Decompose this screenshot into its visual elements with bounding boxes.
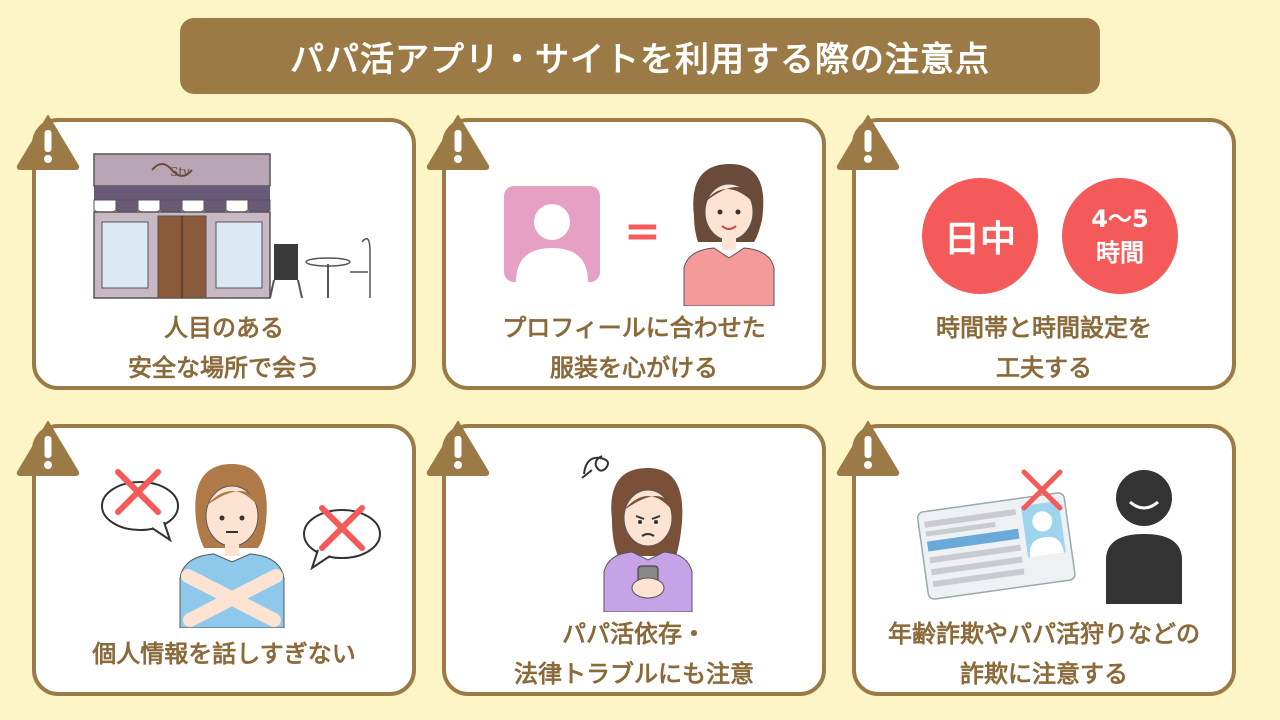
card-safe-place: Stv 人目のある 安全な場所で会う xyxy=(32,118,416,390)
page-title: パパ活アプリ・サイトを利用する際の注意点 xyxy=(290,39,990,80)
card-personal-info: 個人情報を話しすぎない xyxy=(32,424,416,696)
duration-badge: 4〜5 時間 xyxy=(1062,178,1178,294)
card-time-setting: 日中 4〜5 時間 時間帯と時間設定を 工夫する xyxy=(852,118,1236,390)
suspicious-person-silhouette xyxy=(1106,470,1182,604)
cross-mark-icon xyxy=(319,505,365,551)
card-caption: プロフィールに合わせた 服装を心がける xyxy=(502,314,766,382)
card-caption: 時間帯と時間設定を 工夫する xyxy=(936,314,1152,382)
warning-icon xyxy=(426,421,490,476)
card-caption: 人目のある 安全な場所で会う xyxy=(128,314,320,382)
card-profile-outfit: = プロフィールに合わせた 服装を心がける xyxy=(442,118,826,390)
worry-scribble-icon xyxy=(581,455,609,479)
warning-icon xyxy=(836,115,900,170)
equals-sign: = xyxy=(624,206,661,257)
title-banner: パパ活アプリ・サイトを利用する際の注意点 xyxy=(180,18,1100,94)
cross-mark-icon xyxy=(1021,469,1063,511)
worried-woman-phone-illustration xyxy=(603,468,693,612)
svg-text:Stv: Stv xyxy=(170,165,190,179)
profile-avatar-icon xyxy=(504,186,600,282)
woman-crossed-arms-illustration xyxy=(179,464,285,628)
warning-icon xyxy=(426,115,490,170)
card-caption: パパ活依存・ 法律トラブルにも注意 xyxy=(514,620,754,688)
warning-icon xyxy=(16,115,80,170)
cross-mark-icon xyxy=(115,469,161,515)
card-dependency-legal: パパ活依存・ 法律トラブルにも注意 xyxy=(442,424,826,696)
warning-icon xyxy=(16,421,80,476)
card-caption: 個人情報を話しすぎない xyxy=(92,640,356,668)
speech-bubble-left xyxy=(101,481,179,542)
card-caption: 年齢詐欺やパパ活狩りなどの 詐欺に注意する xyxy=(888,620,1200,688)
id-card-illustration xyxy=(916,492,1076,600)
cafe-illustration: Stv xyxy=(93,153,371,299)
warning-icon xyxy=(836,421,900,476)
daytime-badge: 日中 xyxy=(922,178,1038,294)
card-fraud-warning: 年齢詐欺やパパ活狩りなどの 詐欺に注意する xyxy=(852,424,1236,696)
woman-illustration xyxy=(683,164,775,306)
